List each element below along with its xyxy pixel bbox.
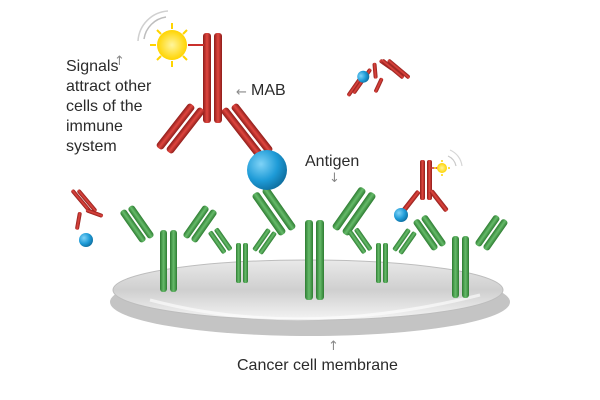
floating-antibody: [374, 59, 410, 93]
antigen-label: Antigen: [305, 153, 360, 170]
signals-label-line2: attract other: [66, 78, 152, 95]
signals-label-line5: system: [66, 138, 117, 155]
signals-label-line1: Signals: [66, 58, 119, 75]
antigen-receptor: [252, 187, 376, 300]
signals-label-line4: immune: [66, 118, 123, 135]
floating-antibody: [71, 189, 104, 247]
mab-arrow-left: ←: [236, 85, 247, 100]
antigen-receptor: [348, 228, 417, 283]
antigen-sphere-small: [394, 208, 408, 222]
signals-arrow-up: ↑: [114, 54, 125, 69]
antigen-sphere: [247, 150, 287, 190]
signal-burst-icon: [137, 10, 194, 67]
monoclonal-antibody-large: [156, 33, 273, 158]
antigen-receptor: [208, 228, 277, 283]
antigen-receptor: [413, 215, 508, 298]
antigen-receptor: [120, 205, 217, 292]
membrane-label: Cancer cell membrane: [237, 357, 398, 374]
signals-label-line3: cells of the: [66, 98, 143, 115]
membrane-arrow-up: ↑: [328, 339, 339, 354]
mab-label: MAB: [251, 82, 286, 99]
antigen-arrow-down: ↓: [329, 171, 340, 186]
signal-burst-icon: [434, 149, 463, 176]
